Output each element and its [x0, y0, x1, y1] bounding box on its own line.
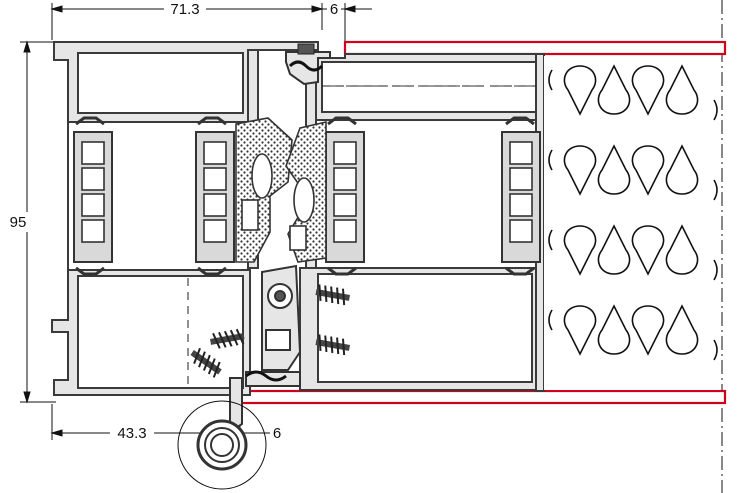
thermal-break-left	[73, 116, 235, 276]
glass-panel-top	[343, 40, 727, 56]
top-seal	[285, 43, 331, 86]
hinge-mechanism	[245, 264, 302, 387]
glass-panel-bottom	[234, 389, 727, 405]
dimension-top-width: 71.3	[170, 1, 199, 18]
hidden-lines	[187, 85, 536, 388]
dimension-bottom-gap: 6	[273, 425, 281, 442]
dimension-top-gap: 6	[330, 1, 338, 18]
roller-bracket	[177, 377, 267, 490]
insulation-loops	[544, 56, 720, 390]
dimension-height: 95	[10, 214, 27, 231]
dimension-bottom-width: 43.3	[117, 425, 146, 442]
thermal-break-right	[325, 116, 541, 276]
central-gasket-hatched	[235, 117, 327, 263]
